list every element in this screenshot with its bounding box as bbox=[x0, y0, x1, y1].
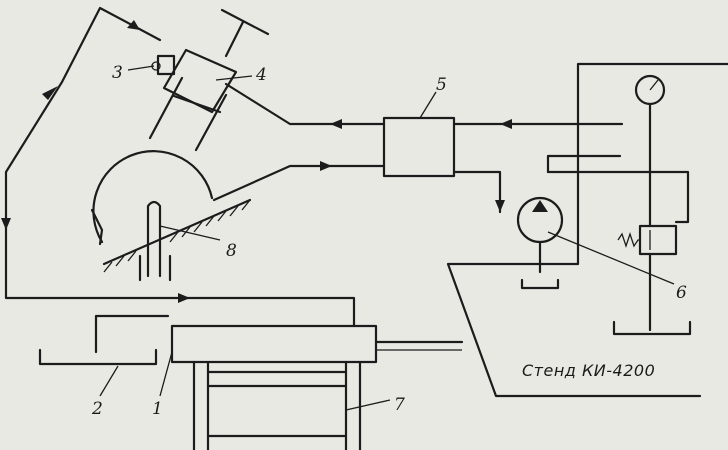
leader-7 bbox=[345, 399, 391, 411]
pressure-gauge-needle bbox=[649, 79, 659, 91]
flow-arrow-down bbox=[495, 200, 505, 212]
return-line bbox=[4, 6, 356, 328]
leader-3 bbox=[127, 65, 155, 71]
line-distributor-to-pump bbox=[452, 170, 502, 214]
relief-valve bbox=[156, 54, 176, 76]
stand-outline bbox=[446, 62, 728, 398]
label-6: 6 bbox=[676, 283, 687, 303]
oil-tray bbox=[38, 314, 170, 366]
label-8: 8 bbox=[226, 241, 237, 261]
working-cylinder bbox=[170, 324, 378, 364]
flow-arrow-top bbox=[330, 119, 342, 129]
pump-housing bbox=[92, 150, 214, 244]
flow-arrow-bottom bbox=[320, 161, 332, 171]
label-5: 5 bbox=[436, 75, 447, 95]
ground-line bbox=[102, 198, 252, 266]
line-pump-to-filter-top bbox=[224, 82, 386, 126]
frame bbox=[192, 360, 362, 450]
line-pump-to-filter-bottom bbox=[212, 164, 386, 202]
plunger-rod bbox=[224, 20, 245, 58]
leader-6 bbox=[547, 231, 675, 285]
leader-8 bbox=[159, 225, 221, 241]
label-2: 2 bbox=[91, 399, 103, 419]
label-3: 3 bbox=[112, 63, 123, 83]
stand-relief-spring bbox=[617, 231, 640, 249]
cylinder-barrel bbox=[148, 76, 228, 152]
leader-5 bbox=[419, 91, 437, 119]
drive-shaft bbox=[146, 200, 162, 278]
stand-right-line bbox=[546, 154, 622, 174]
leader-1 bbox=[159, 351, 173, 397]
flow-arrow-return-diag bbox=[42, 86, 58, 100]
test-pump-tank bbox=[520, 278, 560, 290]
leader-2 bbox=[99, 365, 119, 397]
test-pump-triangle bbox=[532, 200, 548, 212]
flow-arrow-right bbox=[500, 119, 512, 129]
label-7: 7 bbox=[394, 395, 405, 415]
stand-drain-tank bbox=[612, 320, 692, 336]
stand-right-pipe bbox=[546, 170, 690, 224]
label-4: 4 bbox=[255, 65, 267, 85]
distributor-box bbox=[382, 116, 456, 178]
pump-housing-notch bbox=[90, 208, 104, 246]
flow-arrow-return-top bbox=[127, 20, 140, 30]
plunger-handle bbox=[220, 8, 270, 36]
leader-4 bbox=[215, 75, 253, 81]
cylinder-head-line bbox=[172, 94, 222, 114]
label-1: 1 bbox=[152, 399, 163, 419]
flow-arrow-return-bottom bbox=[178, 293, 190, 303]
stand-label: Стенд КИ-4200 bbox=[522, 361, 655, 380]
flow-arrow-return-left bbox=[1, 218, 11, 230]
stand-relief-valve bbox=[638, 224, 678, 256]
